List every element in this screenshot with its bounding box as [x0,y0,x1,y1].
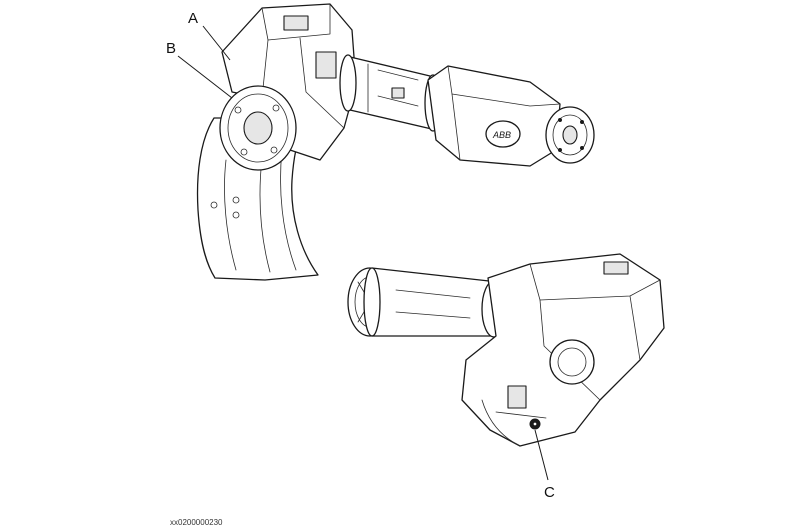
upper-arm-tube [345,55,437,131]
abb-logo-plate [485,120,521,148]
tube-body [371,267,501,337]
figure-id: xx0200000230 [170,518,223,527]
callout-c: C [534,429,555,501]
wrist-housing [427,65,561,167]
callout-b-label: B [166,40,176,57]
callout-b: B [166,40,233,99]
upper-arm-assembly: ABB [196,3,595,281]
callout-a-label: A [188,10,198,27]
callout-a: A [188,10,231,61]
bearing-seat [549,339,595,385]
lower-arm-assembly [347,253,665,447]
abb-logo: ABB [492,130,511,140]
lower-arm-upper [196,117,319,281]
callout-c-label: C [544,484,555,501]
